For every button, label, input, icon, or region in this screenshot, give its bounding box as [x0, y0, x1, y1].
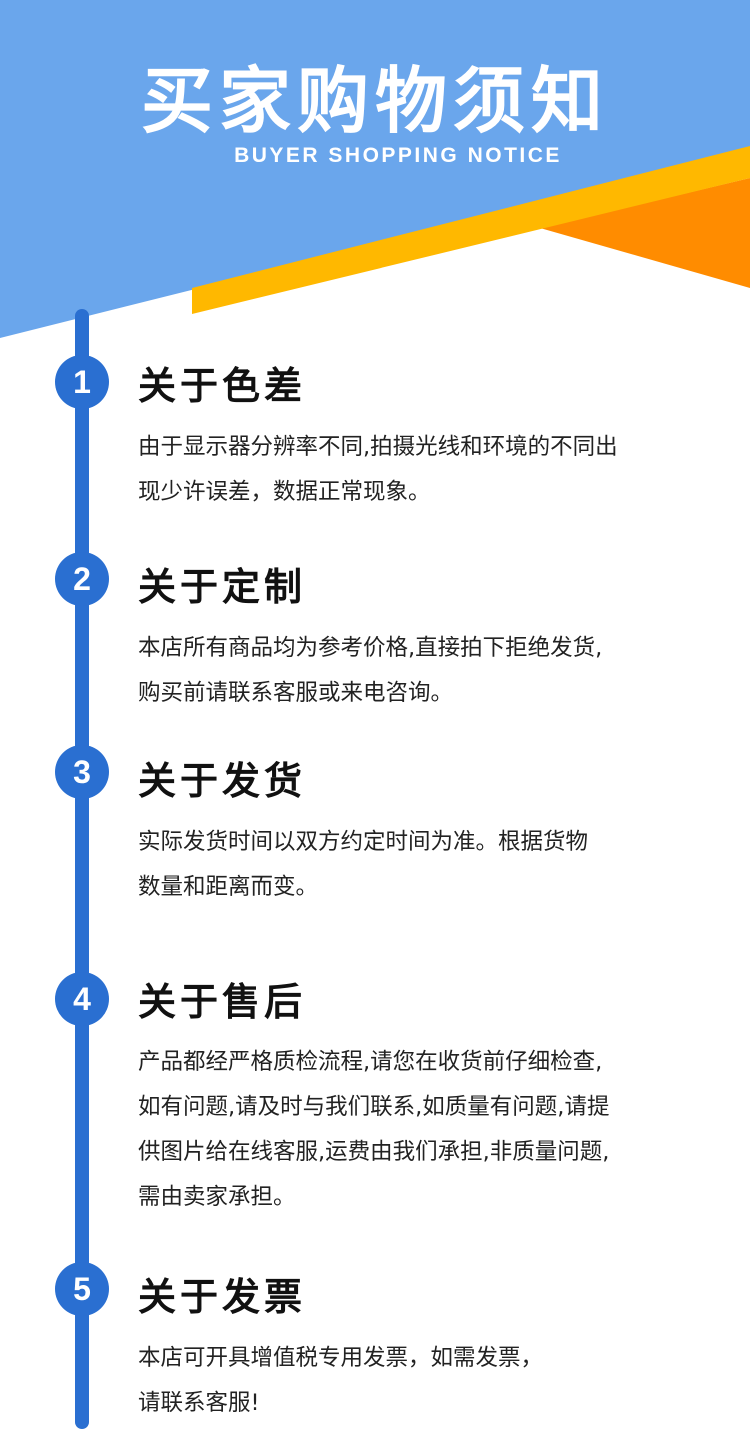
- section-number-badge: 5: [55, 1262, 109, 1316]
- section-line: 如有问题,请及时与我们联系,如质量有问题,请提: [138, 1094, 610, 1120]
- section-title: 关于色差: [138, 364, 307, 408]
- section-title: 关于售后: [138, 980, 307, 1024]
- section-line: 购买前请联系客服或来电咨询。: [138, 680, 454, 706]
- section-line: 产品都经严格质检流程,请您在收货前仔细检查,: [138, 1049, 603, 1075]
- section-line: 请联系客服!: [138, 1390, 260, 1416]
- section-line: 现少许误差，数据正常现象。: [138, 479, 431, 505]
- section-line: 供图片给在线客服,运费由我们承担,非质量问题,: [138, 1139, 610, 1165]
- section-body: 实际发货时间以双方约定时间为准。根据货物 数量和距离而变。: [138, 820, 718, 910]
- page-title: 买家购物须知: [140, 59, 609, 143]
- section-body: 本店可开具增值税专用发票，如需发票， 请联系客服!: [138, 1336, 718, 1426]
- section-line: 本店所有商品均为参考价格,直接拍下拒绝发货,: [138, 635, 603, 661]
- section-body: 本店所有商品均为参考价格,直接拍下拒绝发货, 购买前请联系客服或来电咨询。: [138, 626, 718, 716]
- section-number-badge: 4: [55, 972, 109, 1026]
- header-banner: 买家购物须知 BUYER SHOPPING NOTICE: [0, 0, 750, 340]
- section-line: 实际发货时间以双方约定时间为准。根据货物: [138, 829, 589, 855]
- section-line: 本店可开具增值税专用发票，如需发票，: [138, 1345, 544, 1371]
- section-line: 由于显示器分辨率不同,拍摄光线和环境的不同出: [138, 434, 618, 460]
- timeline-line: [75, 309, 89, 1429]
- section-body: 由于显示器分辨率不同,拍摄光线和环境的不同出 现少许误差，数据正常现象。: [138, 425, 718, 515]
- header-background: [0, 0, 750, 338]
- section-number-badge: 2: [55, 552, 109, 606]
- section-title: 关于定制: [138, 565, 307, 609]
- section-number-badge: 1: [55, 355, 109, 409]
- header-yellow-stripe: [192, 146, 750, 314]
- section-line: 需由卖家承担。: [138, 1184, 296, 1210]
- section-number-badge: 3: [55, 745, 109, 799]
- page-subtitle: BUYER SHOPPING NOTICE: [234, 144, 562, 167]
- header-orange-shape: [540, 178, 750, 288]
- section-body: 产品都经严格质检流程,请您在收货前仔细检查, 如有问题,请及时与我们联系,如质量…: [138, 1040, 718, 1220]
- section-line: 数量和距离而变。: [138, 874, 319, 900]
- section-title: 关于发票: [138, 1275, 307, 1319]
- header-blue-shape: [0, 0, 750, 338]
- section-title: 关于发货: [138, 759, 307, 803]
